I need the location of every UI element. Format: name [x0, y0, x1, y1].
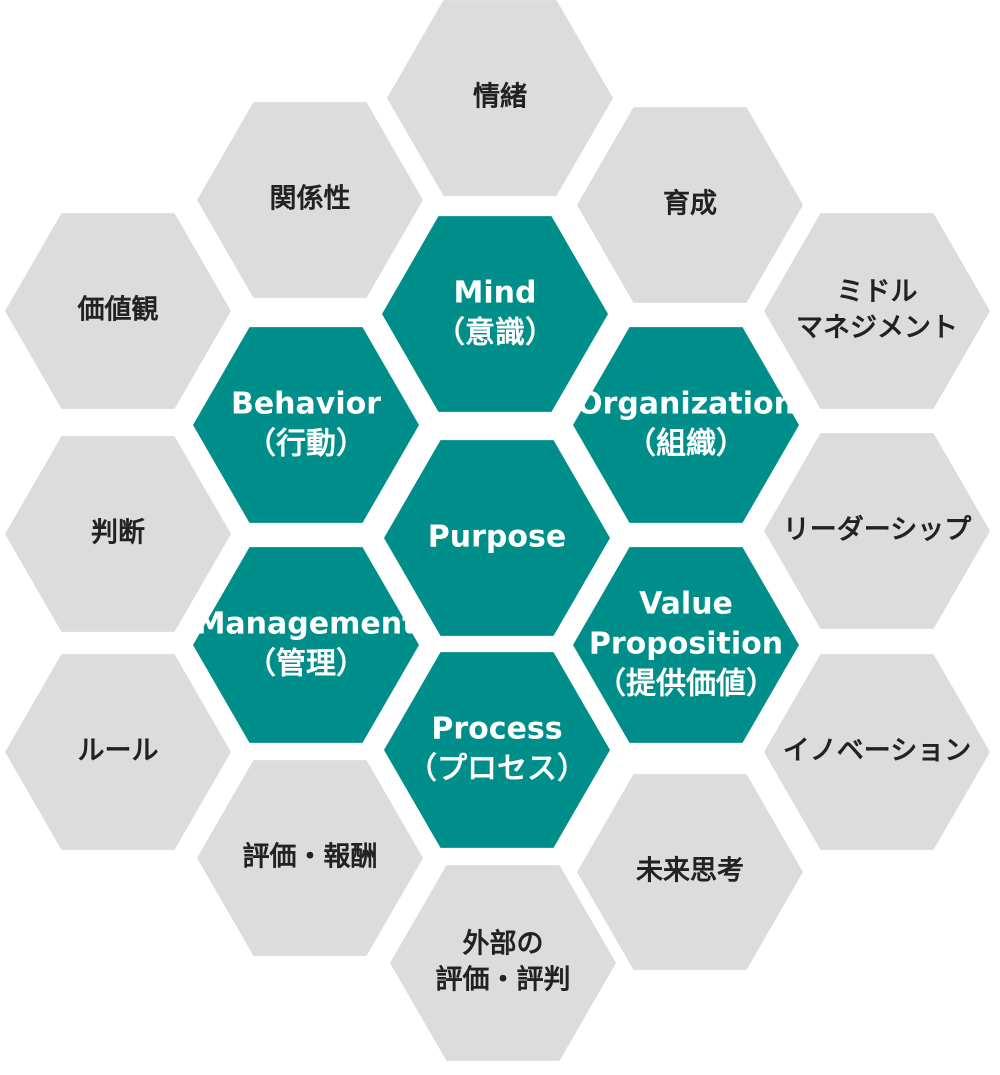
hex-development-label-1: 育成: [663, 188, 717, 220]
hex-mind-label-1: Mind: [454, 276, 537, 311]
hex-process-label-2: （プロセス）: [407, 752, 587, 787]
hex-management-label-1: Management: [196, 607, 417, 642]
hex-mind-shape: [382, 216, 608, 412]
hex-future-thinking-shape: [577, 774, 803, 970]
hex-behavior-label-1: Behavior: [231, 387, 381, 422]
hex-middle-management-label-2: マネジメント: [796, 313, 958, 344]
hex-management: Management （管理）: [193, 547, 419, 743]
outer-hexagons: 情緒育成ミドルマネジメントリーダーシップイノベーション未来思考外部の評価・評判評…: [5, 0, 990, 1061]
hex-external-reputation-shape: [390, 865, 616, 1061]
hex-relationships-shape: [197, 102, 423, 298]
hex-management-shape: [193, 547, 419, 743]
hex-process: Process （プロセス）: [384, 652, 610, 848]
hex-purpose-label-1: Purpose: [428, 520, 566, 555]
hex-leadership: リーダーシップ: [764, 433, 990, 629]
hex-emotion-shape: [387, 0, 613, 196]
hex-evaluation-reward: 評価・報酬: [197, 760, 423, 956]
hex-value-proposition-shape: [573, 547, 799, 743]
hex-judgment-shape: [5, 436, 231, 632]
hex-leadership-shape: [764, 433, 990, 629]
hex-evaluation-reward-label-1: 評価・報酬: [243, 841, 378, 873]
hex-future-thinking: 未来思考: [577, 774, 803, 970]
hex-process-shape: [384, 652, 610, 848]
hex-external-reputation-label-1: 外部の: [463, 928, 544, 960]
hex-judgment-label-1: 判断: [91, 518, 145, 549]
hex-relationships: 関係性: [197, 102, 423, 298]
hex-value-proposition-label-3: （提供価値）: [596, 667, 776, 702]
hex-rules-shape: [5, 654, 231, 850]
hex-values-label-1: 価値観: [77, 294, 159, 326]
hex-management-label-2: （管理）: [246, 647, 366, 682]
hex-innovation: イノベーション: [764, 654, 990, 850]
hex-rules-label-1: ルール: [78, 736, 159, 767]
hex-innovation-shape: [764, 654, 990, 850]
hex-values: 価値観: [5, 213, 231, 409]
hex-emotion-label-1: 情緒: [473, 81, 527, 113]
hex-external-reputation-label-2: 評価・評判: [436, 964, 571, 996]
hex-purpose-shape: [384, 440, 610, 636]
hex-value-proposition-label-1: Value: [639, 587, 733, 622]
hex-innovation-label-1: イノベーション: [783, 736, 971, 767]
hex-middle-management-label-1: ミドル: [837, 277, 918, 308]
hex-evaluation-reward-shape: [197, 760, 423, 956]
hex-relationships-label-1: 関係性: [270, 184, 351, 215]
core-hexagons: Purpose Mind （意識） Organization （組織） ValueProp…: [193, 216, 799, 848]
hex-behavior: Behavior （行動）: [193, 327, 419, 523]
hex-development: 育成: [577, 107, 803, 303]
hex-middle-management-shape: [764, 213, 990, 409]
hex-judgment: 判断: [5, 436, 231, 632]
hex-future-thinking-label-1: 未来思考: [636, 856, 744, 887]
hex-leadership-label-1: リーダーシップ: [783, 514, 972, 546]
hex-value-proposition-label-2: Proposition: [589, 627, 783, 662]
hex-purpose: Purpose: [384, 440, 610, 636]
hex-organization-shape: [573, 327, 799, 523]
hex-development-shape: [577, 107, 803, 303]
hex-behavior-shape: [193, 327, 419, 523]
hex-organization-label-2: （組織）: [626, 427, 746, 462]
hex-mind-label-2: （意識）: [435, 316, 555, 351]
hex-rules: ルール: [5, 654, 231, 850]
hex-process-label-1: Process: [431, 712, 562, 747]
hex-mind: Mind （意識）: [382, 216, 608, 412]
hex-behavior-label-2: （行動）: [246, 427, 366, 462]
hex-organization-label-1: Organization: [577, 387, 795, 422]
hex-organization: Organization （組織）: [573, 327, 799, 523]
hex-values-shape: [5, 213, 231, 409]
hex-emotion: 情緒: [387, 0, 613, 196]
